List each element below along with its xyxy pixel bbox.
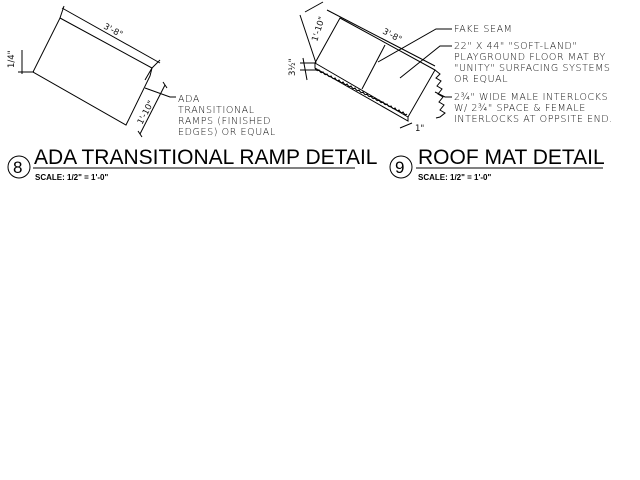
detail-9-title: 9 ROOF MAT DETAIL SCALE: 1/2" = 1'-0"	[389, 146, 605, 182]
detail-title: ADA TRANSITIONAL RAMP DETAIL	[34, 146, 377, 169]
mat-drawing: 3'-8" 1'-10" 3½" 1" FAKE SEAM 22" X 44" …	[288, 1, 613, 134]
interlock-note-line: 2¾" WIDE MALE INTERLOCKS	[454, 92, 608, 103]
ramp-note-line: ADA	[178, 94, 200, 105]
ramp-note-line: TRANSITIONAL	[178, 105, 255, 116]
interlock-leader	[434, 91, 452, 98]
mat-leader	[399, 45, 452, 79]
mat-height-dimension: 3½"	[288, 58, 298, 76]
detail-number-bubble	[7, 155, 31, 179]
mat-note-line: 22" X 44" "SOFT-LAND"	[454, 41, 577, 52]
detail-number: 9	[395, 158, 404, 177]
mat-note-line: OR EQUAL	[454, 74, 508, 85]
detail-scale: SCALE: 1/2" = 1'-0"	[418, 173, 491, 182]
mat-note-line: "UNITY" SURFACING SYSTEMS	[454, 63, 611, 74]
width-dimension: 1'-10"	[136, 99, 157, 126]
ramp-outline	[32, 17, 153, 126]
fake-seam-note: FAKE SEAM	[454, 24, 512, 35]
seam-leader	[377, 28, 452, 63]
length-dimension-line	[61, 7, 161, 64]
length-dimension: 3'-8"	[102, 22, 125, 40]
mat-note-line: PLAYGROUND FLOOR MAT BY	[454, 52, 606, 63]
fake-seam-line	[361, 44, 386, 90]
detail-scale: SCALE: 1/2" = 1'-0"	[35, 173, 108, 182]
ramp-note-line: EDGES) OR EQUAL	[178, 127, 276, 138]
height-dimension: 1/4"	[7, 50, 17, 68]
mat-width-dimension: 1'-10"	[310, 15, 327, 42]
serrated-edge	[314, 67, 408, 116]
leader-line	[144, 87, 176, 98]
detail-number: 8	[13, 158, 22, 177]
detail-number-bubble	[389, 155, 413, 179]
detail-8-title: 8 ADA TRANSITIONAL RAMP DETAIL SCALE: 1/…	[7, 146, 377, 182]
interlock-dimension: 1"	[415, 124, 424, 134]
ramp-note-line: RAMPS (FINISHED	[178, 116, 271, 127]
interlock-note-line: W/ 2¾" SPACE & FEMALE	[454, 103, 586, 114]
ramp-drawing: 3'-8" 1/4" 1'-10" ADA TRANSITIONAL RAMPS…	[7, 5, 276, 138]
interlock-note-line: INTERLOCKS AT OPPSITE END.	[454, 114, 613, 125]
detail-title: ROOF MAT DETAIL	[418, 146, 605, 169]
interlocks	[434, 69, 446, 119]
